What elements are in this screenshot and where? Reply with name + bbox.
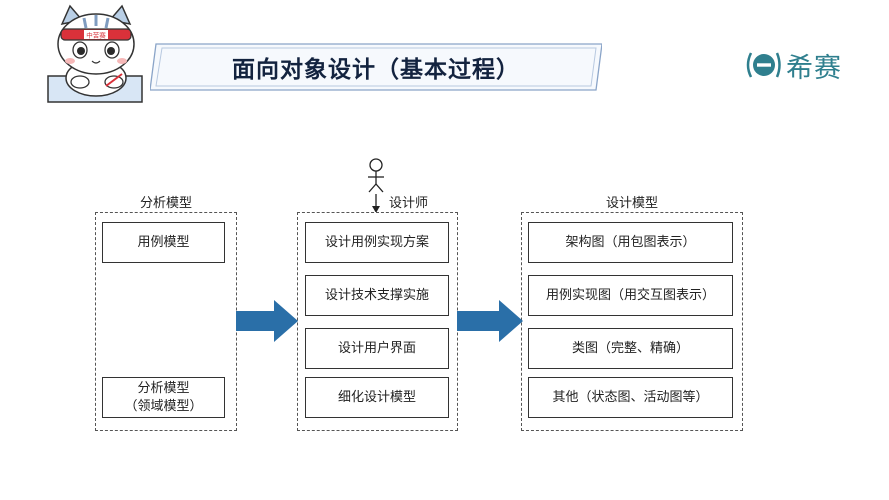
mascot-illustration: 中苦赛 <box>40 4 152 104</box>
design-model-group-label: 设计模型 <box>605 196 658 211</box>
other-diagrams-box: 其他（状态图、活动图等） <box>528 377 733 418</box>
title-banner: 面向对象设计（基本过程） <box>150 42 602 92</box>
logo-text: 希赛 <box>786 52 842 84</box>
design-use-case-realization-box: 设计用例实现方案 <box>305 222 449 263</box>
flow-arrow-analysis-to-design <box>236 300 298 346</box>
brand-logo: 希赛 <box>742 45 842 85</box>
domain-model-box: 分析模型 （领域模型） <box>102 377 225 418</box>
svg-text:中苦赛: 中苦赛 <box>86 31 106 40</box>
design-user-interface-box: 设计用户界面 <box>305 328 449 369</box>
design-technical-support-box: 设计技术支撑实施 <box>305 275 449 316</box>
use-case-realization-diagram-box: 用例实现图（用交互图表示） <box>528 275 733 316</box>
analysis-group-label: 分析模型 <box>139 196 192 211</box>
logo-mark-icon <box>746 52 781 78</box>
flow-arrow-design-to-model <box>457 300 523 346</box>
architecture-diagram-box: 架构图（用包图表示） <box>528 222 733 263</box>
designer-actor-icon <box>364 158 388 216</box>
designer-label: 设计师 <box>389 196 429 211</box>
page-title: 面向对象设计（基本过程） <box>232 57 520 83</box>
refine-design-model-box: 细化设计模型 <box>305 377 449 418</box>
use-case-model-box: 用例模型 <box>102 222 225 263</box>
class-diagram-box: 类图（完整、精确） <box>528 328 733 369</box>
